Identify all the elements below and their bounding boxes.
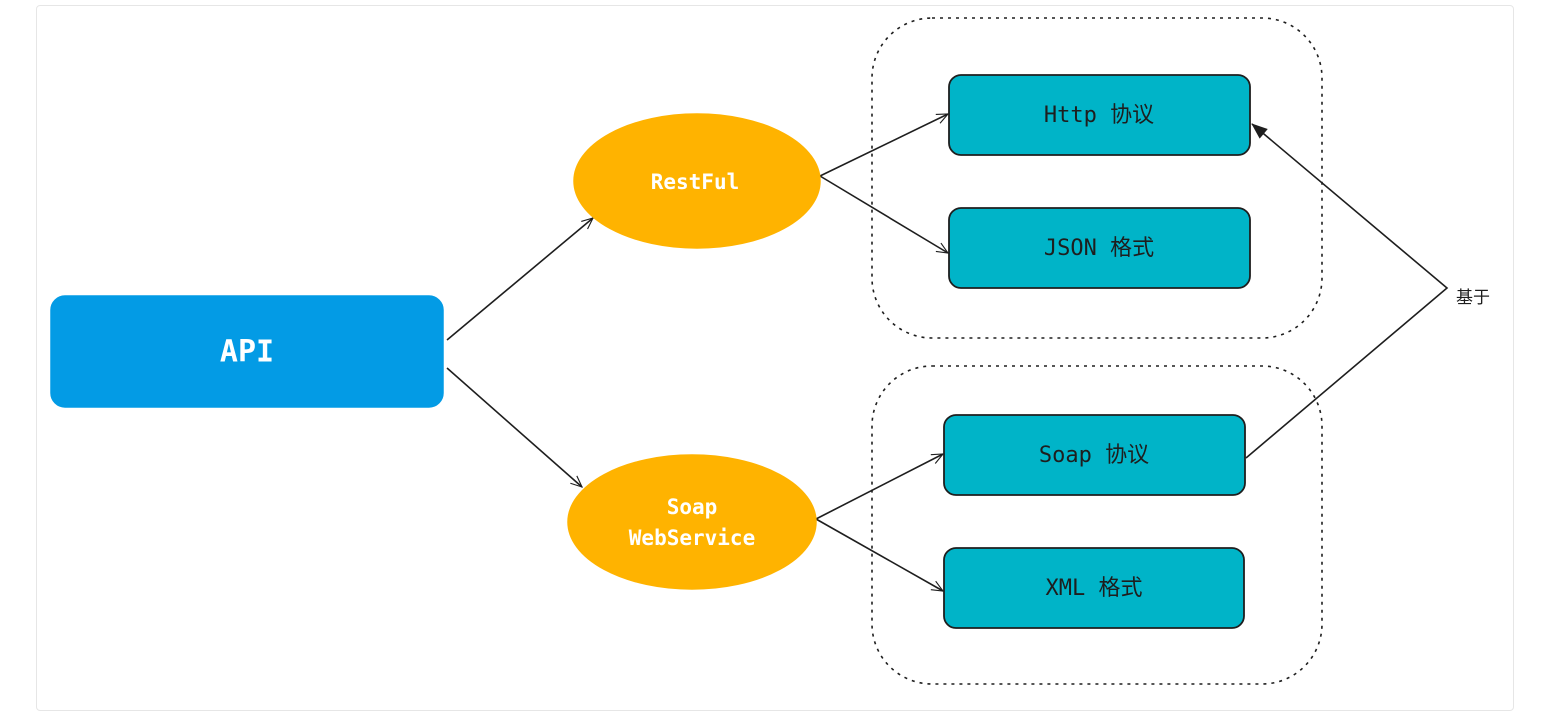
soap-group-container bbox=[871, 365, 1323, 685]
soap-webservice-node[interactable]: Soap WebService bbox=[567, 454, 817, 590]
json-format-node[interactable]: JSON 格式 bbox=[948, 207, 1251, 289]
based-on-label: 基于 bbox=[1456, 288, 1490, 308]
json-format-label: JSON 格式 bbox=[1044, 236, 1154, 261]
edge-soap-to-soapprotocol bbox=[815, 453, 945, 520]
soap-protocol-label: Soap 协议 bbox=[1039, 443, 1149, 468]
edge-restful-to-http bbox=[819, 113, 950, 177]
edge-soap-to-xml bbox=[815, 518, 945, 592]
restful-node-label: RestFul bbox=[651, 170, 740, 194]
edge-soap-protocol-based-on-http bbox=[1245, 123, 1449, 459]
xml-format-label: XML 格式 bbox=[1046, 576, 1143, 601]
restful-node[interactable]: RestFul bbox=[573, 113, 821, 249]
api-node-label: API bbox=[220, 335, 274, 370]
edges bbox=[446, 113, 1449, 592]
http-protocol-label: Http 协议 bbox=[1044, 103, 1154, 128]
xml-format-node[interactable]: XML 格式 bbox=[943, 547, 1245, 629]
edge-api-to-soap bbox=[446, 367, 584, 488]
soap-webservice-label-line1: Soap bbox=[667, 495, 718, 519]
edge-restful-to-json bbox=[819, 175, 950, 254]
soap-webservice-label-line2: WebService bbox=[629, 526, 755, 550]
http-protocol-node[interactable]: Http 协议 bbox=[948, 74, 1251, 156]
soap-protocol-node[interactable]: Soap 协议 bbox=[943, 414, 1246, 496]
api-node[interactable]: API bbox=[50, 295, 444, 408]
edge-api-to-restful bbox=[446, 217, 595, 341]
restful-group-container bbox=[871, 17, 1323, 339]
